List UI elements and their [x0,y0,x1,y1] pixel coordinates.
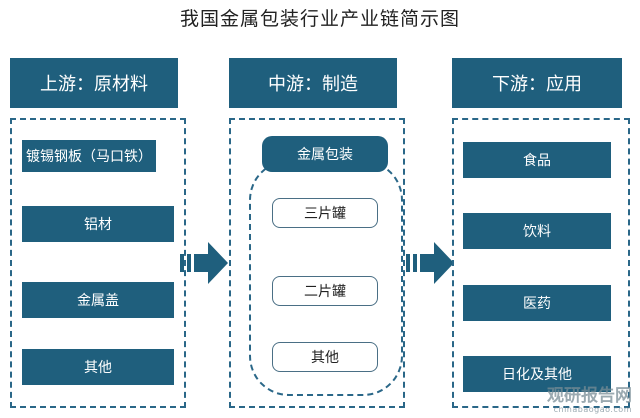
upstream-container [10,118,186,408]
downstream-container [452,118,630,408]
arrow-right-icon [180,242,228,284]
arrow-right-icon [406,242,454,284]
upstream-header: 上游：原材料 [10,58,178,108]
diagram-title: 我国金属包装行业产业链简示图 [179,8,460,30]
downstream-header: 下游：应用 [452,58,622,108]
metal-packaging-title: 金属包装 [262,136,388,172]
watermark-sub: chinabaogao.com [553,404,632,414]
midstream-item-two-piece-can: 二片罐 [272,276,378,306]
watermark-main: 观研报告网 [547,385,632,406]
downstream-item-food: 食品 [463,142,611,178]
upstream-item-tinplate: 镀锡钢板（马口铁） [22,140,156,172]
upstream-item-metal-cap: 金属盖 [22,282,174,318]
midstream-item-other: 其他 [272,342,378,372]
upstream-item-aluminum: 铝材 [22,206,174,242]
midstream-item-three-piece-can: 三片罐 [272,198,378,228]
upstream-item-other: 其他 [22,349,174,385]
downstream-item-daily-chemicals: 日化及其他 [463,356,611,392]
midstream-container [229,118,405,408]
downstream-item-beverage: 饮料 [463,213,611,249]
downstream-item-medicine: 医药 [463,285,611,321]
watermark-logo: 观研报告网 chinabaogao.com [547,385,632,414]
midstream-header: 中游：制造 [229,58,397,108]
